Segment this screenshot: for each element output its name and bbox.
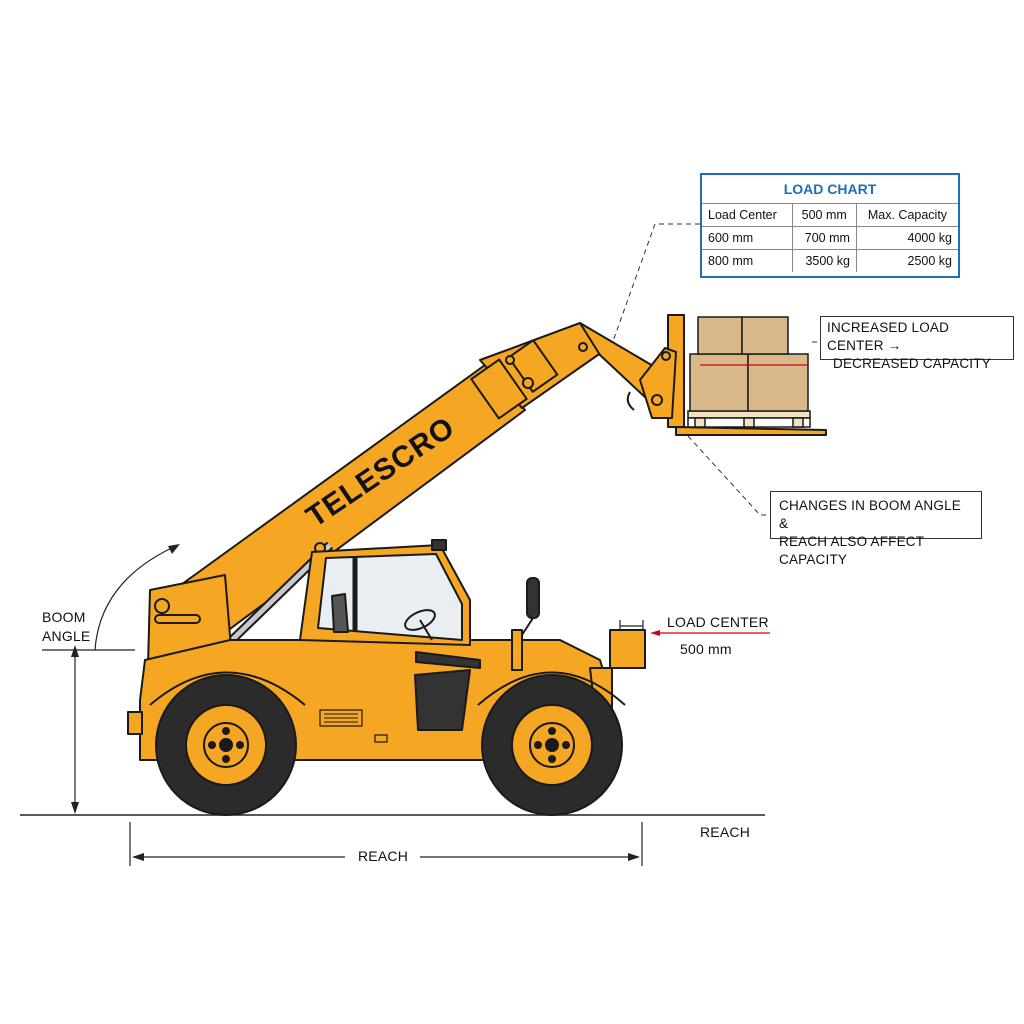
boom-angle-note: CHANGES IN BOOM ANGLE & REACH ALSO AFFEC… [770,491,982,567]
table-cell: 2500 kg [855,249,958,272]
load-chart-title: LOAD CHART [783,181,877,197]
note-line: INCREASED LOAD CENTER → [827,320,950,353]
load-center-label: LOAD CENTER [667,614,769,630]
fork-carriage [626,314,827,436]
table-cell: 3500 kg [791,249,857,272]
table-row: 800 mm 3500 kg 2500 kg [702,249,958,272]
table-cell: 800 mm [702,249,793,272]
note-line: CHANGES IN BOOM ANGLE & [779,498,961,531]
reach-dimension [129,822,643,866]
rear-wheel [155,674,297,816]
label-line: BOOM [42,609,86,625]
table-cell: Max. Capacity [855,203,958,227]
table-cell: 500 mm [791,203,857,227]
table-cell: 4000 kg [855,226,958,250]
boom-angle-dimension [42,544,180,814]
load-chart-grid: Load Center 500 mm Max. Capacity 600 mm … [702,203,958,272]
fenders [149,671,626,706]
note-line: DECREASED CAPACITY [833,356,991,371]
front-wheel [481,674,623,816]
table-cell: Load Center [702,203,793,227]
table-row: Load Center 500 mm Max. Capacity [702,203,958,227]
operator-cab [299,539,540,671]
load-center-dimension [619,620,770,636]
table-row: 600 mm 700 mm 4000 kg [702,226,958,250]
boom-angle-label: BOOM ANGLE [42,608,90,646]
load-center-value: 500 mm [680,641,732,657]
table-cell: 600 mm [702,226,793,250]
load-chart-table: LOAD CHART Load Center 500 mm Max. Capac… [700,173,960,278]
note-line: REACH ALSO AFFECT CAPACITY [779,534,924,567]
reach-label-right: REACH [700,824,751,840]
pallet-load [687,316,811,428]
label-line: ANGLE [42,628,91,644]
table-cell: 700 mm [791,226,857,250]
reach-label-bottom: REACH [358,848,409,864]
load-center-note: INCREASED LOAD CENTER → DECREASED CAPACI… [820,316,1014,371]
leader-lines [611,223,820,516]
